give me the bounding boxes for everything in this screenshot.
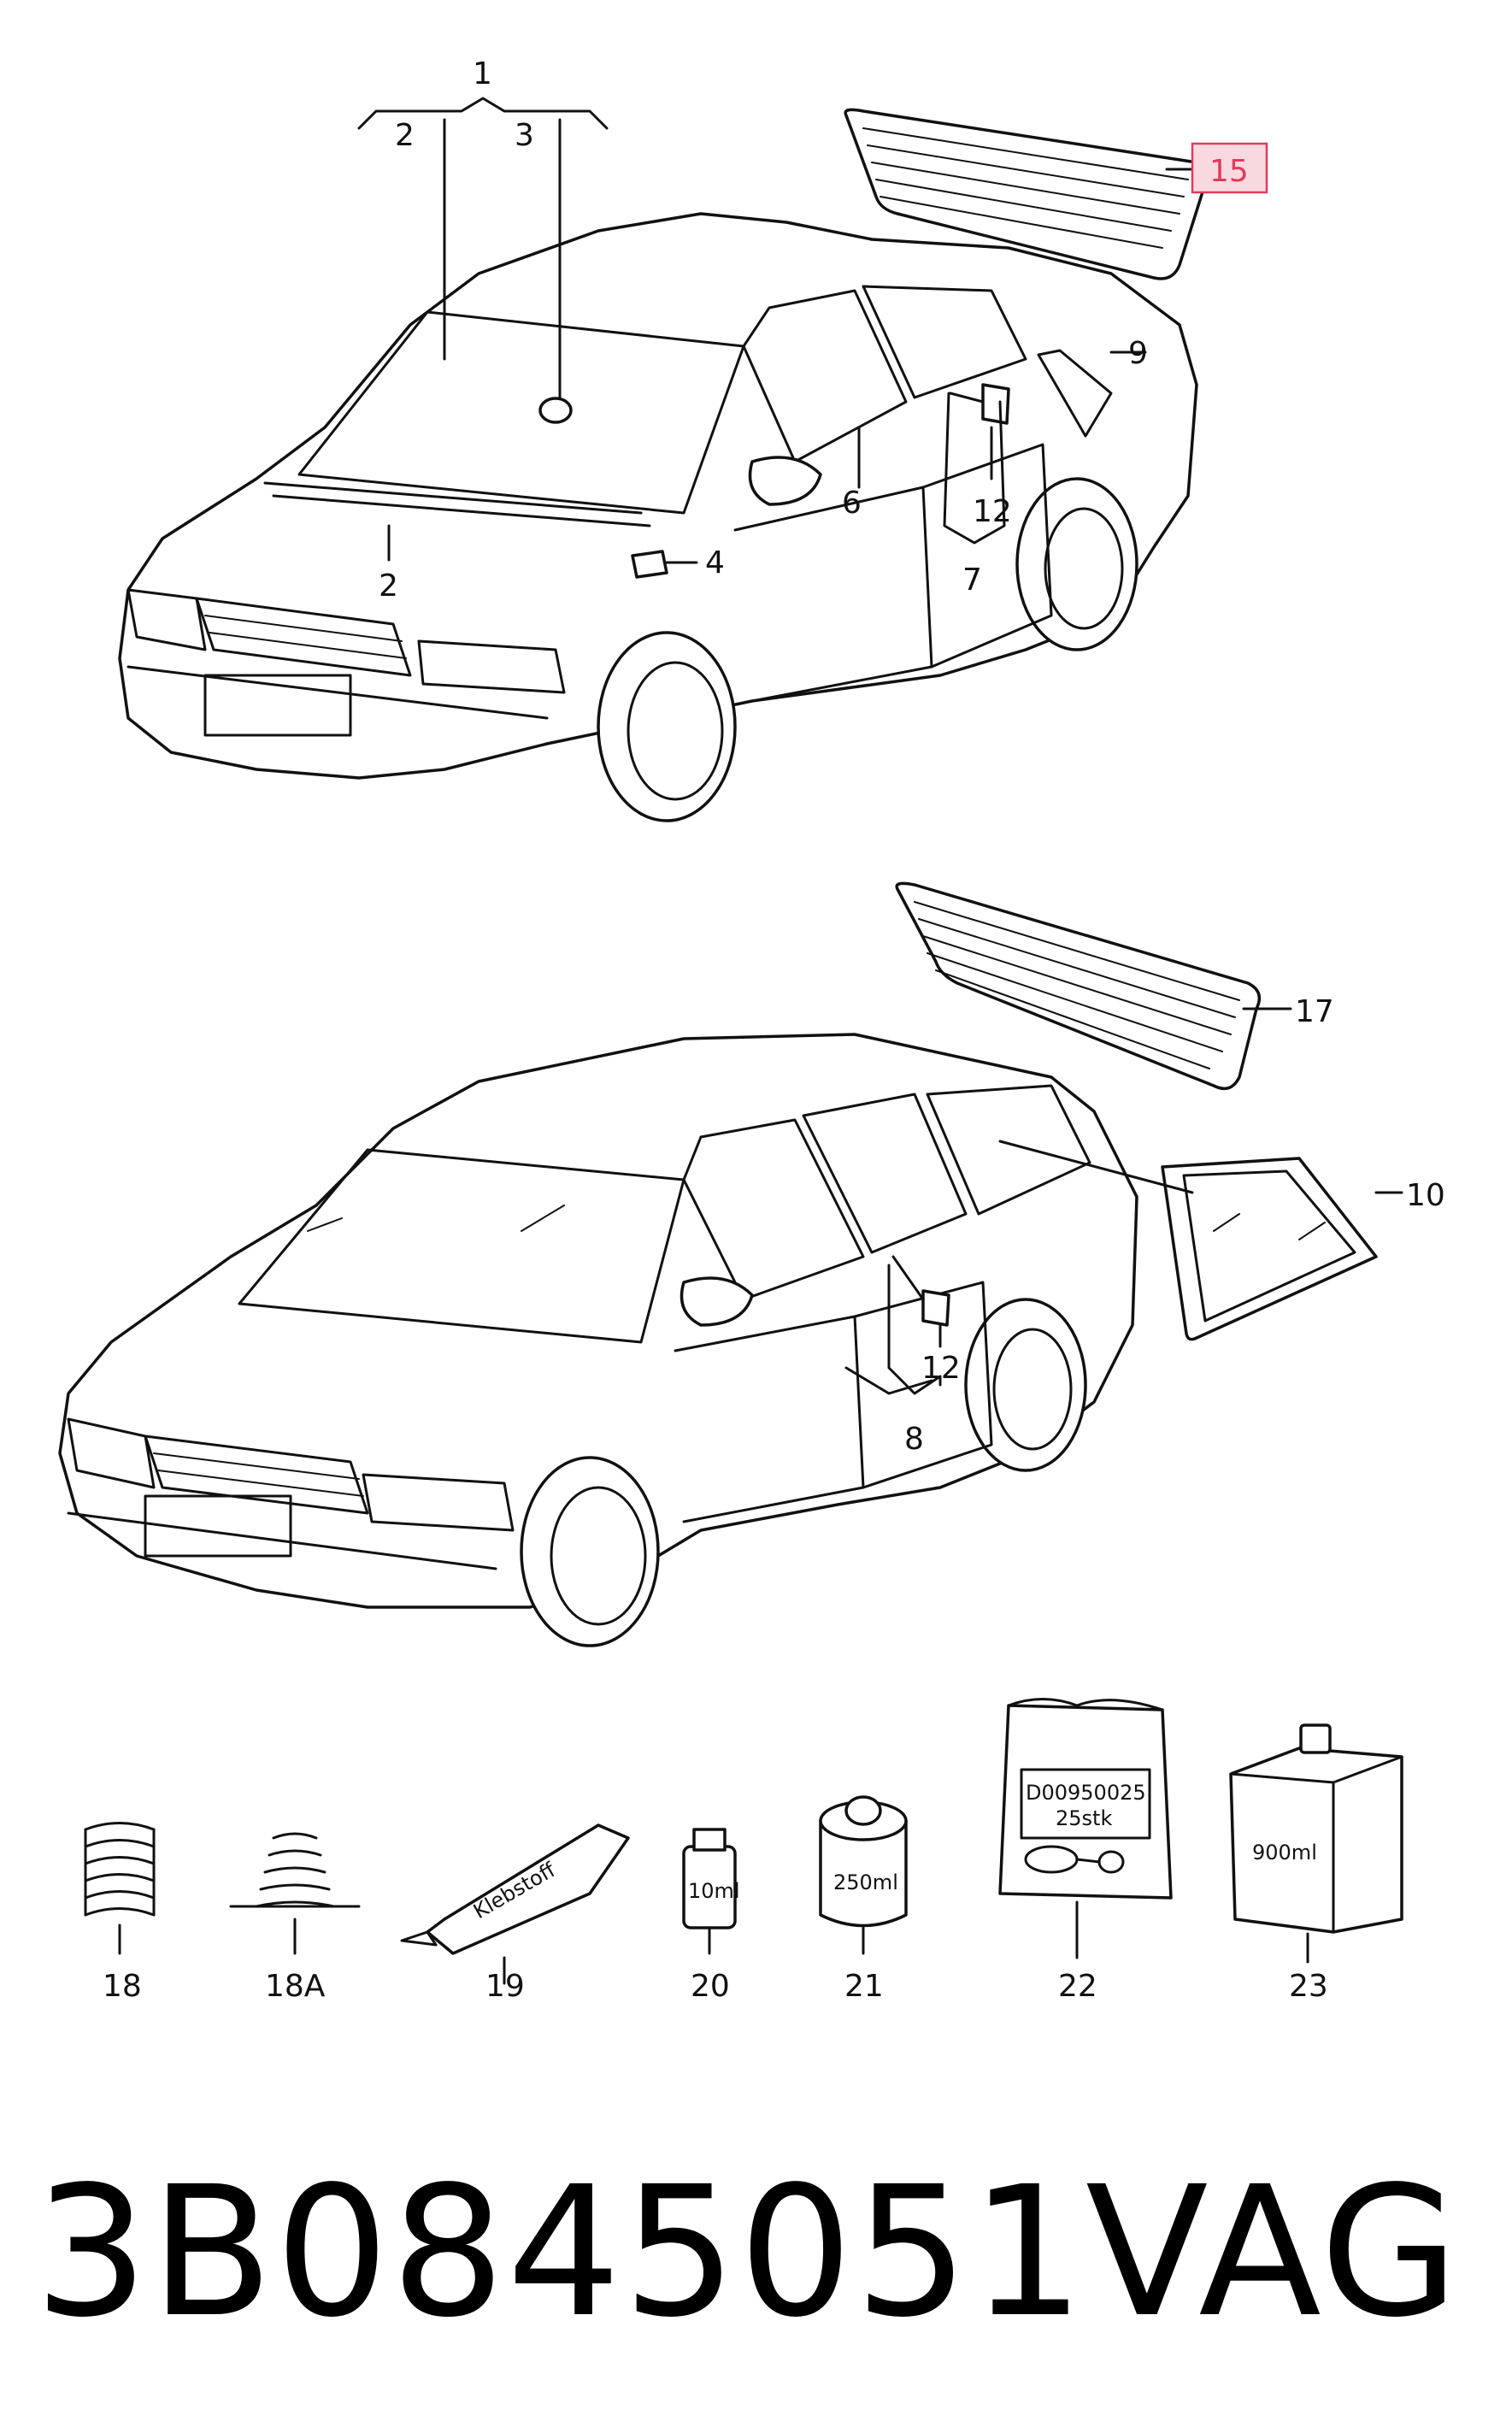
callout-12-wagon: 12 [921, 1351, 961, 1386]
sedan-callouts: 1 2 3 2 4 6 7 9 12 15 [379, 56, 1268, 604]
callout-10: 10 [1406, 1178, 1445, 1213]
callout-9: 9 [1128, 336, 1148, 371]
callout-2-wiper: 2 [379, 568, 398, 604]
item-18A-cone [229, 1832, 361, 1955]
callout-2-top: 2 [395, 118, 415, 153]
callout-18: 18 [103, 1969, 142, 2004]
wagon-illustration [58, 881, 1378, 1647]
callout-3: 3 [515, 118, 534, 153]
callout-21: 21 [844, 1969, 884, 2004]
item-20-bottle: 10ml [682, 1828, 740, 1955]
callout-17: 17 [1295, 994, 1334, 1029]
callout-20: 20 [691, 1969, 730, 2004]
callout-15: 15 [1209, 154, 1249, 189]
item-23-label: 900ml [1252, 1841, 1317, 1865]
item-22-label: D00950025 [1026, 1781, 1146, 1805]
callout-1: 1 [473, 56, 492, 91]
item-22-bag: D00950025 25stk [998, 1698, 1173, 1959]
item-21-label: 250ml [833, 1870, 898, 1894]
callout-4: 4 [705, 545, 725, 580]
callout-23: 23 [1289, 1969, 1328, 2004]
callout-18A: 18A [265, 1969, 326, 2004]
callout-7: 7 [962, 563, 982, 598]
wagon-callouts: 17 10 12 8 [904, 994, 1445, 1457]
item-19-tube: Klebstoff [400, 1823, 630, 1985]
item-18-coil [84, 1822, 156, 1955]
item-21-can: 250ml [819, 1795, 908, 1955]
item-23-box: 900ml [1229, 1723, 1403, 1964]
item-20-label: 10ml [688, 1879, 740, 1903]
sedan-illustration [118, 108, 1210, 822]
highlight-box-15 [1191, 142, 1268, 194]
callout-12-sedan: 12 [973, 494, 1012, 529]
part-number: 3B0845051 [34, 2147, 1086, 2357]
brand-label: VAG [1085, 2147, 1461, 2357]
item-22-label2: 25stk [1056, 1806, 1112, 1830]
callout-19: 19 [485, 1969, 525, 2004]
callout-22: 22 [1058, 1969, 1097, 2004]
accessories-row: Klebstoff 10ml 250ml D00950025 25stk [84, 1698, 1403, 1985]
callout-6: 6 [842, 486, 862, 521]
callout-8: 8 [904, 1422, 924, 1457]
wagon-leader-lines [844, 1007, 1403, 1395]
accessory-callouts: 18 18A 19 20 21 22 23 [103, 1969, 1328, 2004]
